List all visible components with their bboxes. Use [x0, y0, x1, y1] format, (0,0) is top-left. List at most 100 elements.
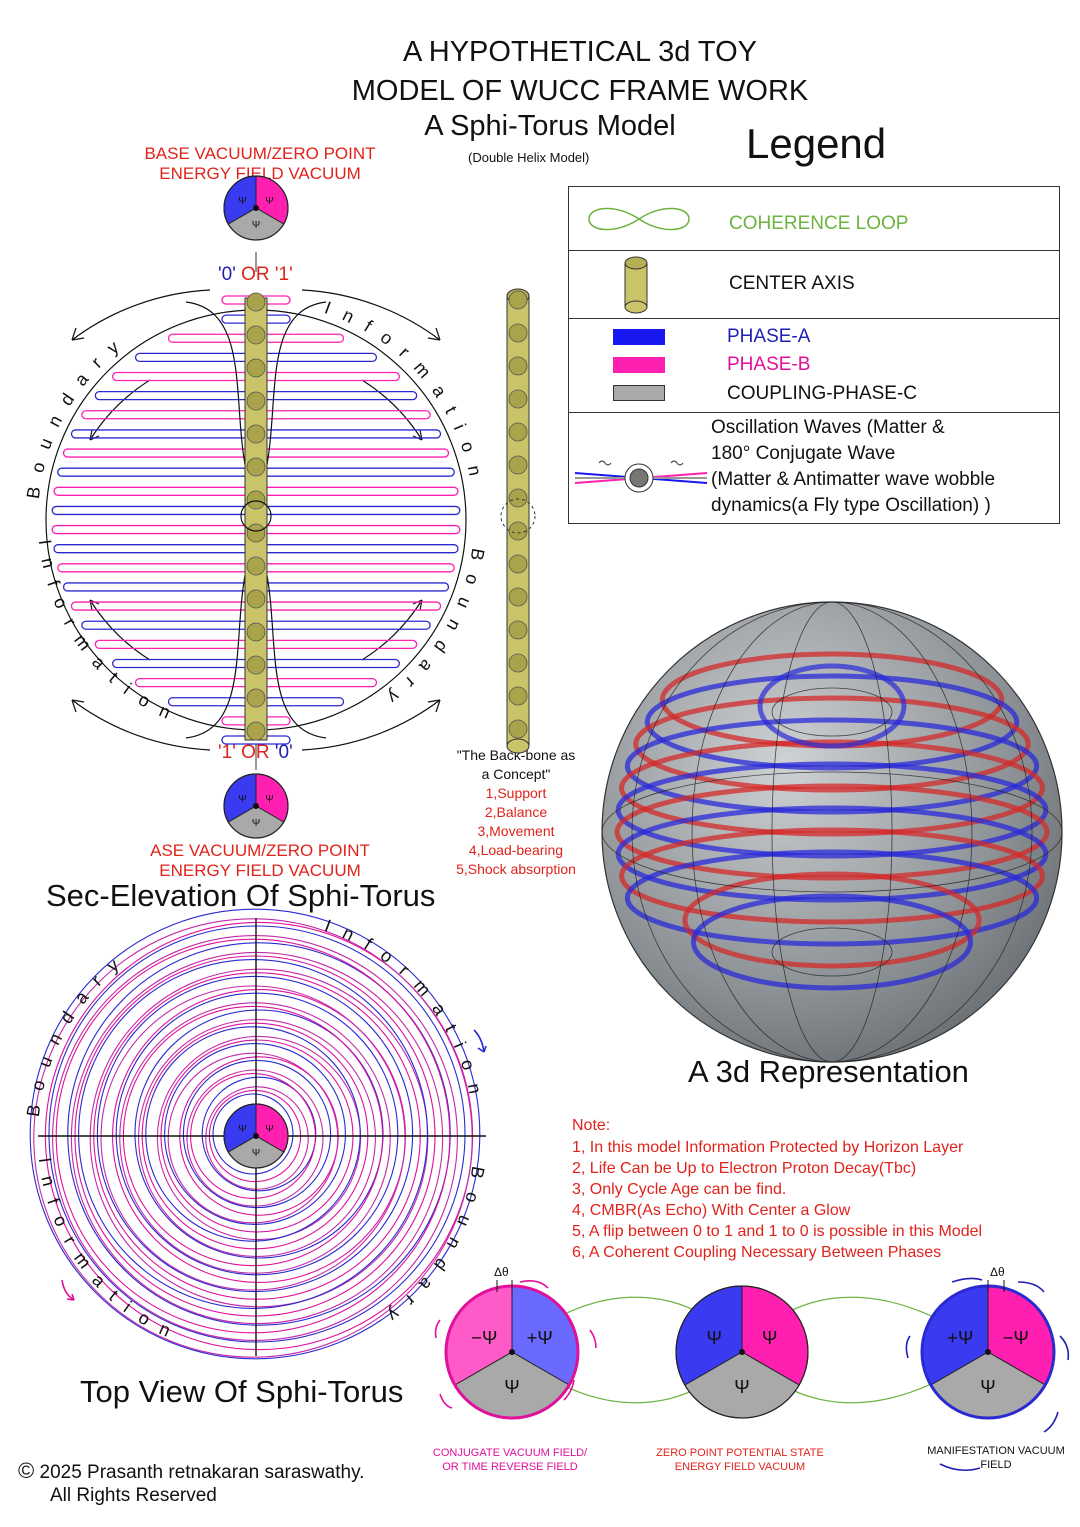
copyright-line-1: 2025 Prasanth retnakaran saraswathy. [39, 1462, 365, 1483]
svg-text:Ψ: Ψ [734, 1376, 749, 1397]
backbone-node [508, 323, 528, 343]
sphere-ring [614, 783, 1050, 881]
note-item: 5, A flip between 0 to 1 and 1 to 0 is p… [572, 1223, 983, 1240]
helix-coil [221, 295, 291, 305]
helix-coil [134, 677, 378, 688]
helix-coil [134, 352, 378, 363]
legend-row-coherence: COHERENCE LOOP [569, 187, 1059, 251]
center-axis [240, 292, 272, 741]
zero-line-2: ENERGY FIELD VACUUM [674, 1461, 806, 1473]
topview-ring [52, 935, 458, 1341]
backbone-column [500, 288, 536, 754]
boundary-text-left-top: Boundary [23, 328, 134, 500]
backbone-node [508, 455, 528, 475]
phase-c-swatch [613, 385, 665, 401]
oscillation-line-1: Oscillation Waves (Matter & [711, 417, 945, 438]
copyright-line-2: All Rights Reserved [50, 1485, 217, 1506]
title-line-1: A HYPOTHETICAL 3d TOY [402, 36, 758, 68]
tv-boundary-right-top: Information [322, 915, 488, 1109]
helix-coil [70, 601, 442, 611]
subtitle: (Double Helix Model) [468, 150, 590, 165]
oscillation-line-3: (Matter & Antimatter wave wobble [711, 469, 996, 490]
legend-row-oscillation: Oscillation Waves (Matter & 180° Conjuga… [569, 413, 1059, 525]
axis-node [246, 391, 266, 411]
axis-node [246, 589, 266, 609]
backbone-node [508, 488, 528, 508]
title-line-3: A Sphi-Torus Model [424, 110, 676, 142]
legend-phase-c-label: COUPLING-PHASE-C [727, 383, 918, 404]
helix-coil [53, 486, 459, 496]
svg-text:Ψ: Ψ [762, 1327, 777, 1348]
topview-ring [145, 1026, 361, 1242]
zero-line-1: ZERO POINT POTENTIAL STATE [656, 1447, 824, 1459]
conjugate-field-disc: −Ψ+ΨΨ [444, 1284, 580, 1420]
topview-ring [100, 985, 406, 1291]
backbone-point: 1,Support [485, 785, 547, 801]
topview-ring [70, 951, 444, 1325]
backbone-node [508, 653, 528, 673]
backbone-node [508, 719, 528, 739]
svg-text:Ψ: Ψ [265, 1124, 273, 1135]
manifest-line-1: MANIFESTATION VACUUM [927, 1445, 1065, 1457]
sphere-ring [633, 695, 1031, 793]
topview-ring [96, 975, 414, 1293]
topview-ring [33, 918, 473, 1358]
sphere-ring [624, 717, 1040, 815]
topview-ring [138, 1019, 376, 1257]
backbone-node [508, 521, 528, 541]
topview-ring [212, 1093, 294, 1175]
center-axis-icon [624, 256, 648, 314]
backbone-node [508, 290, 528, 310]
helix-coil [94, 391, 418, 401]
backbone-point: 5,Shock absorption [456, 861, 576, 877]
helix-coil [57, 563, 455, 573]
axis-node [246, 655, 266, 675]
svg-text:−Ψ: −Ψ [471, 1327, 497, 1348]
helix-coil [81, 410, 431, 420]
legend-coherence-label: COHERENCE LOOP [729, 213, 909, 234]
elevation-rotation-arrows [71, 289, 441, 751]
sphere-ring [690, 893, 974, 991]
delta-theta-conj: Δθ [494, 1265, 513, 1292]
bottom-vacuum-line-1: ASE VACUUM/ZERO POINT [150, 841, 370, 860]
axis-node [246, 358, 266, 378]
bottom-vacuum-line-2: ENERGY FIELD VACUUM [159, 861, 361, 880]
topview-ring [29, 908, 481, 1360]
topview-ring [48, 925, 466, 1343]
svg-text:Ψ: Ψ [252, 818, 260, 829]
topview-ring [115, 992, 399, 1276]
note-item: 2, Life Can be Up to Electron Proton Dec… [572, 1160, 917, 1177]
manifestation-caption: MANIFESTATION VACUUM FIELD [896, 1444, 1080, 1472]
helix-coil [221, 314, 291, 324]
helix-coil [221, 735, 291, 745]
oscillation-line-4: dynamics(a Fly type Oscillation) ) [711, 495, 991, 516]
backbone-point: 4,Load-bearing [468, 842, 564, 858]
conjugate-line-2: OR TIME REVERSE FIELD [442, 1461, 578, 1473]
boundary-text-right-top: Information [322, 297, 488, 491]
legend-heading: Legend [746, 120, 887, 167]
backbone-point: 3,Movement [477, 823, 555, 839]
top-vacuum-line-2: ENERGY FIELD VACUUM [159, 164, 361, 183]
sphere-top-ring [757, 663, 907, 749]
topview-ring [167, 1052, 339, 1224]
phase-a-swatch [613, 329, 665, 345]
backbone-node [508, 389, 528, 409]
backbone-node [508, 356, 528, 376]
helix-coil [167, 697, 345, 707]
helix-coil [53, 544, 459, 554]
sphere-ring [682, 871, 982, 969]
top-vacuum-line-1: BASE VACUUM/ZERO POINT [144, 144, 376, 163]
svg-text:+Ψ: +Ψ [947, 1327, 973, 1348]
axis-node [246, 490, 266, 510]
title-line-2: MODEL OF WUCC FRAME WORK [351, 75, 809, 107]
topview-ring [78, 959, 428, 1309]
svg-text:Ψ: Ψ [265, 794, 273, 805]
svg-text:Δθ: Δθ [494, 1265, 509, 1279]
svg-text:+Ψ: +Ψ [527, 1327, 553, 1348]
elevation-label: Sec-Elevation Of Sphi-Torus [46, 878, 436, 913]
sphere-3d [601, 601, 1063, 1063]
phase-b-swatch [613, 357, 665, 373]
top-view-label: Top View Of Sphi-Torus [80, 1374, 404, 1409]
